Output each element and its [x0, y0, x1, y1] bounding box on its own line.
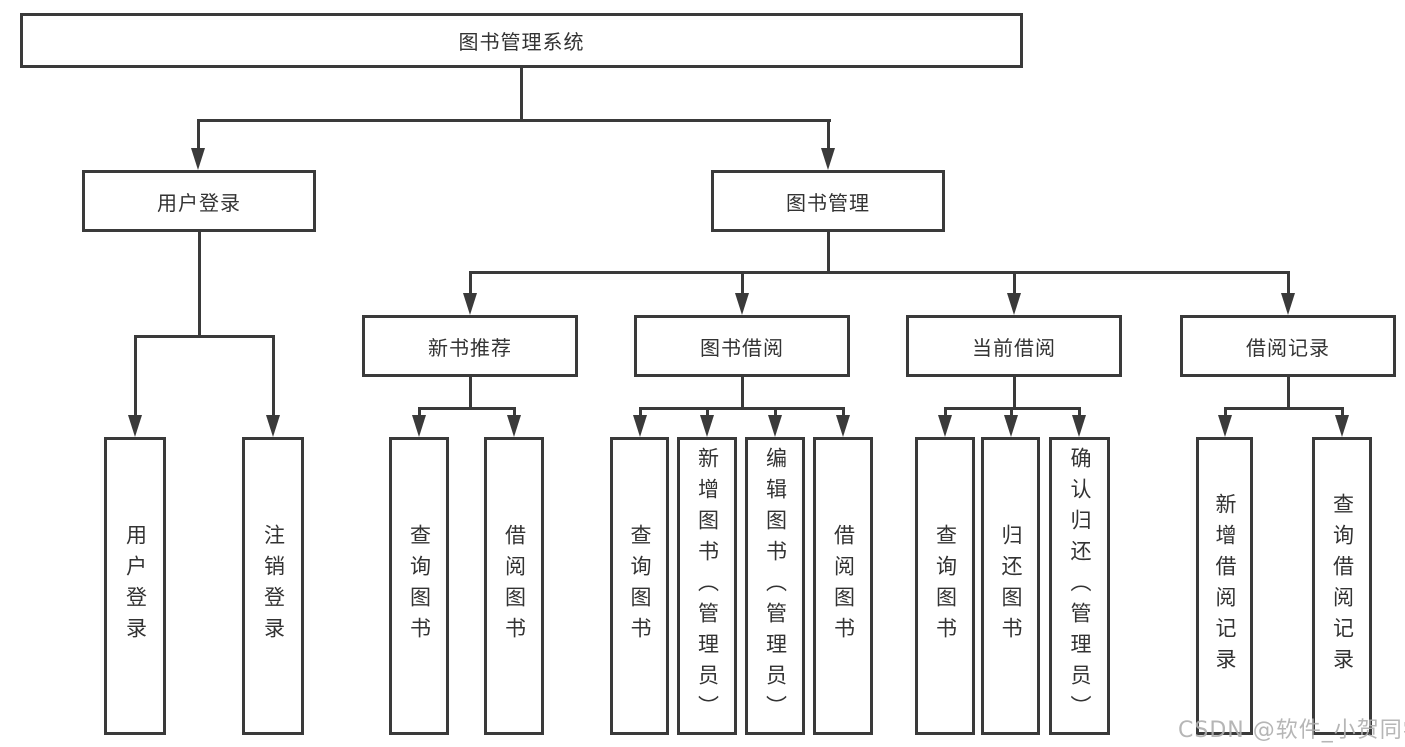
connector-records-drop-1 — [1224, 407, 1227, 417]
connector-current-drop-3 — [1078, 407, 1081, 417]
leaf-confirm-return-admin: 确认归还（管理员） — [1049, 437, 1110, 735]
arrow-down-icon — [1335, 415, 1349, 437]
leaf-add-book-admin-label: 新增图书（管理员） — [695, 446, 720, 726]
leaf-return-book-label: 归还图书 — [999, 524, 1023, 648]
node-new-book-recommend-label: 新书推荐 — [428, 335, 512, 360]
connector-root-drop-right — [827, 119, 830, 150]
leaf-query-books-recommend: 查询图书 — [389, 437, 449, 735]
arrow-down-icon — [1281, 293, 1295, 315]
arrow-down-icon — [768, 415, 782, 437]
arrow-down-icon — [1007, 293, 1021, 315]
connector-bookmgmt-stem — [827, 230, 830, 274]
leaf-query-borrow-record: 查询借阅记录 — [1312, 437, 1372, 735]
connector-records-drop-2 — [1341, 407, 1344, 417]
csdn-watermark: CSDN @软件_小贺同学 — [1178, 718, 1405, 743]
connector-recommend-bus — [418, 407, 516, 410]
leaf-user-login-label: 用户登录 — [123, 524, 148, 648]
arrow-down-icon — [266, 415, 280, 437]
leaf-query-books-current: 查询图书 — [915, 437, 975, 735]
node-root-label: 图书管理系统 — [458, 30, 585, 54]
arrow-down-icon — [1072, 415, 1086, 437]
arrow-down-icon — [1004, 415, 1018, 437]
connector-bookmgmt-drop-3 — [1013, 271, 1016, 295]
leaf-edit-book-admin: 编辑图书（管理员） — [745, 437, 805, 735]
leaf-add-borrow-record: 新增借阅记录 — [1196, 437, 1253, 735]
connector-bookmgmt-drop-4 — [1287, 271, 1290, 295]
leaf-edit-book-admin-label: 编辑图书（管理员） — [763, 446, 788, 726]
node-book-management: 图书管理 — [711, 170, 945, 232]
node-root: 图书管理系统 — [20, 13, 1023, 68]
leaf-borrow-books-recommend-label: 借阅图书 — [502, 524, 527, 648]
connector-root-stem — [520, 66, 523, 122]
node-book-management-label: 图书管理 — [786, 190, 870, 215]
connector-recommend-drop-2 — [513, 407, 516, 417]
connector-records-bus — [1224, 407, 1344, 410]
leaf-add-borrow-record-label: 新增借阅记录 — [1213, 493, 1237, 679]
connector-bookmgmt-drop-1 — [469, 271, 472, 295]
leaf-query-borrow-record-label: 查询借阅记录 — [1330, 493, 1355, 679]
arrow-down-icon — [735, 293, 749, 315]
connector-recommend-drop-1 — [418, 407, 421, 417]
node-current-borrow-label: 当前借阅 — [972, 335, 1056, 360]
leaf-borrow-books-recommend: 借阅图书 — [484, 437, 544, 735]
connector-borrow-drop-3 — [774, 407, 777, 417]
leaf-logout-label: 注销登录 — [261, 524, 286, 648]
connector-borrow-drop-1 — [639, 407, 642, 417]
connector-current-drop-1 — [944, 407, 947, 417]
connector-root-drop-left — [197, 119, 200, 150]
node-new-book-recommend: 新书推荐 — [362, 315, 578, 377]
arrow-down-icon — [700, 415, 714, 437]
connector-recommend-stem — [469, 375, 472, 410]
connector-borrow-stem — [741, 375, 744, 410]
connector-borrow-drop-2 — [706, 407, 709, 417]
leaf-borrow-books-borrow-label: 借阅图书 — [831, 524, 856, 648]
arrow-down-icon — [191, 148, 205, 170]
connector-records-stem — [1287, 375, 1290, 410]
node-user-login-label: 用户登录 — [157, 190, 241, 215]
connector-bookmgmt-bus — [469, 271, 1290, 274]
leaf-add-book-admin: 新增图书（管理员） — [677, 437, 737, 735]
arrow-down-icon — [633, 415, 647, 437]
node-book-borrow-label: 图书借阅 — [700, 335, 784, 360]
connector-borrow-bus — [639, 407, 845, 410]
connector-borrow-drop-4 — [842, 407, 845, 417]
arrow-down-icon — [938, 415, 952, 437]
leaf-query-books-recommend-label: 查询图书 — [407, 524, 432, 648]
leaf-confirm-return-admin-label: 确认归还（管理员） — [1068, 446, 1092, 726]
node-user-login: 用户登录 — [82, 170, 316, 232]
leaf-user-login: 用户登录 — [104, 437, 166, 735]
leaf-borrow-books-borrow: 借阅图书 — [813, 437, 873, 735]
connector-root-bus — [197, 119, 831, 122]
leaf-query-books-current-label: 查询图书 — [933, 524, 958, 648]
leaf-query-books-borrow-label: 查询图书 — [628, 524, 652, 648]
connector-current-drop-2 — [1010, 407, 1013, 417]
connector-userlogin-stem — [198, 230, 201, 338]
connector-current-stem — [1013, 375, 1016, 410]
connector-userlogin-drop-1 — [134, 335, 137, 417]
arrow-down-icon — [821, 148, 835, 170]
connector-bookmgmt-drop-2 — [741, 271, 744, 295]
arrow-down-icon — [463, 293, 477, 315]
node-book-borrow: 图书借阅 — [634, 315, 850, 377]
arrow-down-icon — [1218, 415, 1232, 437]
node-borrow-records: 借阅记录 — [1180, 315, 1396, 377]
node-current-borrow: 当前借阅 — [906, 315, 1122, 377]
leaf-query-books-borrow: 查询图书 — [610, 437, 669, 735]
connector-userlogin-drop-2 — [272, 335, 275, 417]
arrow-down-icon — [412, 415, 426, 437]
arrow-down-icon — [507, 415, 521, 437]
node-borrow-records-label: 借阅记录 — [1246, 335, 1330, 360]
arrow-down-icon — [836, 415, 850, 437]
arrow-down-icon — [128, 415, 142, 437]
connector-userlogin-bus — [134, 335, 275, 338]
leaf-return-book: 归还图书 — [981, 437, 1040, 735]
leaf-logout: 注销登录 — [242, 437, 304, 735]
